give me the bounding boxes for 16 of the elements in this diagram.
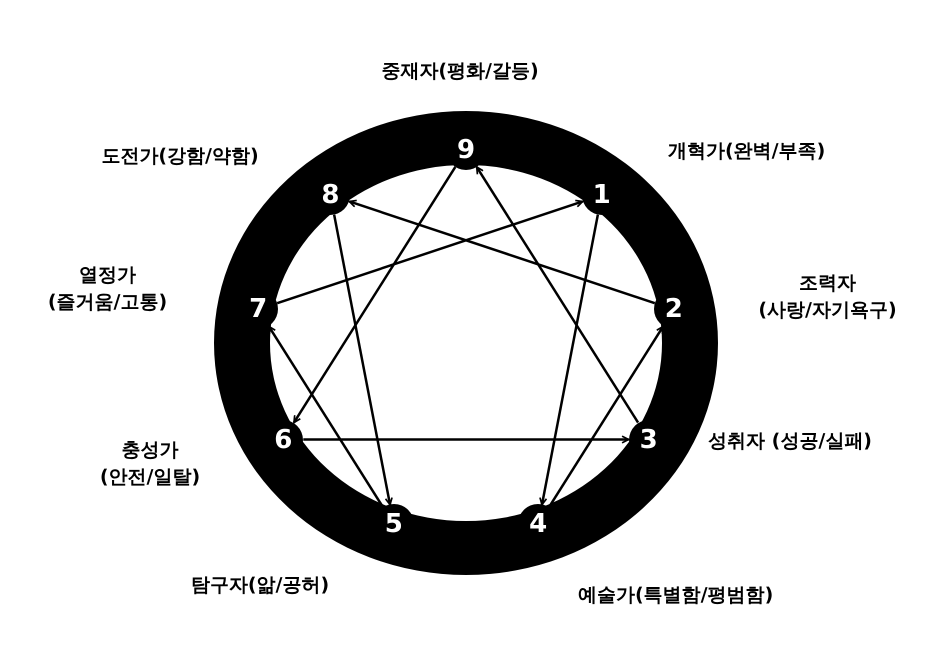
arrow (292, 166, 456, 424)
arrow (303, 435, 630, 444)
arrow (539, 214, 600, 506)
arrow (348, 200, 656, 304)
type-label: 예술가(특별함/평범함) (578, 583, 774, 608)
arrow (476, 166, 640, 424)
type-label: 성취자 (성공/실패) (707, 429, 873, 454)
type-label: 탐구자(앎/공허) (190, 573, 330, 598)
arrow (332, 214, 393, 506)
type-label: 개혁가(완벽/부족) (668, 139, 826, 164)
type-label: 중재자(평화/갈등) (380, 59, 540, 84)
type-label: 열정가 (즐거움/고통) (46, 263, 168, 315)
type-label: 충성가 (안전/일탈) (98, 438, 202, 490)
type-label: 조력자 (사랑/자기욕구) (757, 271, 898, 323)
type-label: 도전가(강함/약함) (100, 144, 260, 169)
arrow (276, 200, 584, 304)
